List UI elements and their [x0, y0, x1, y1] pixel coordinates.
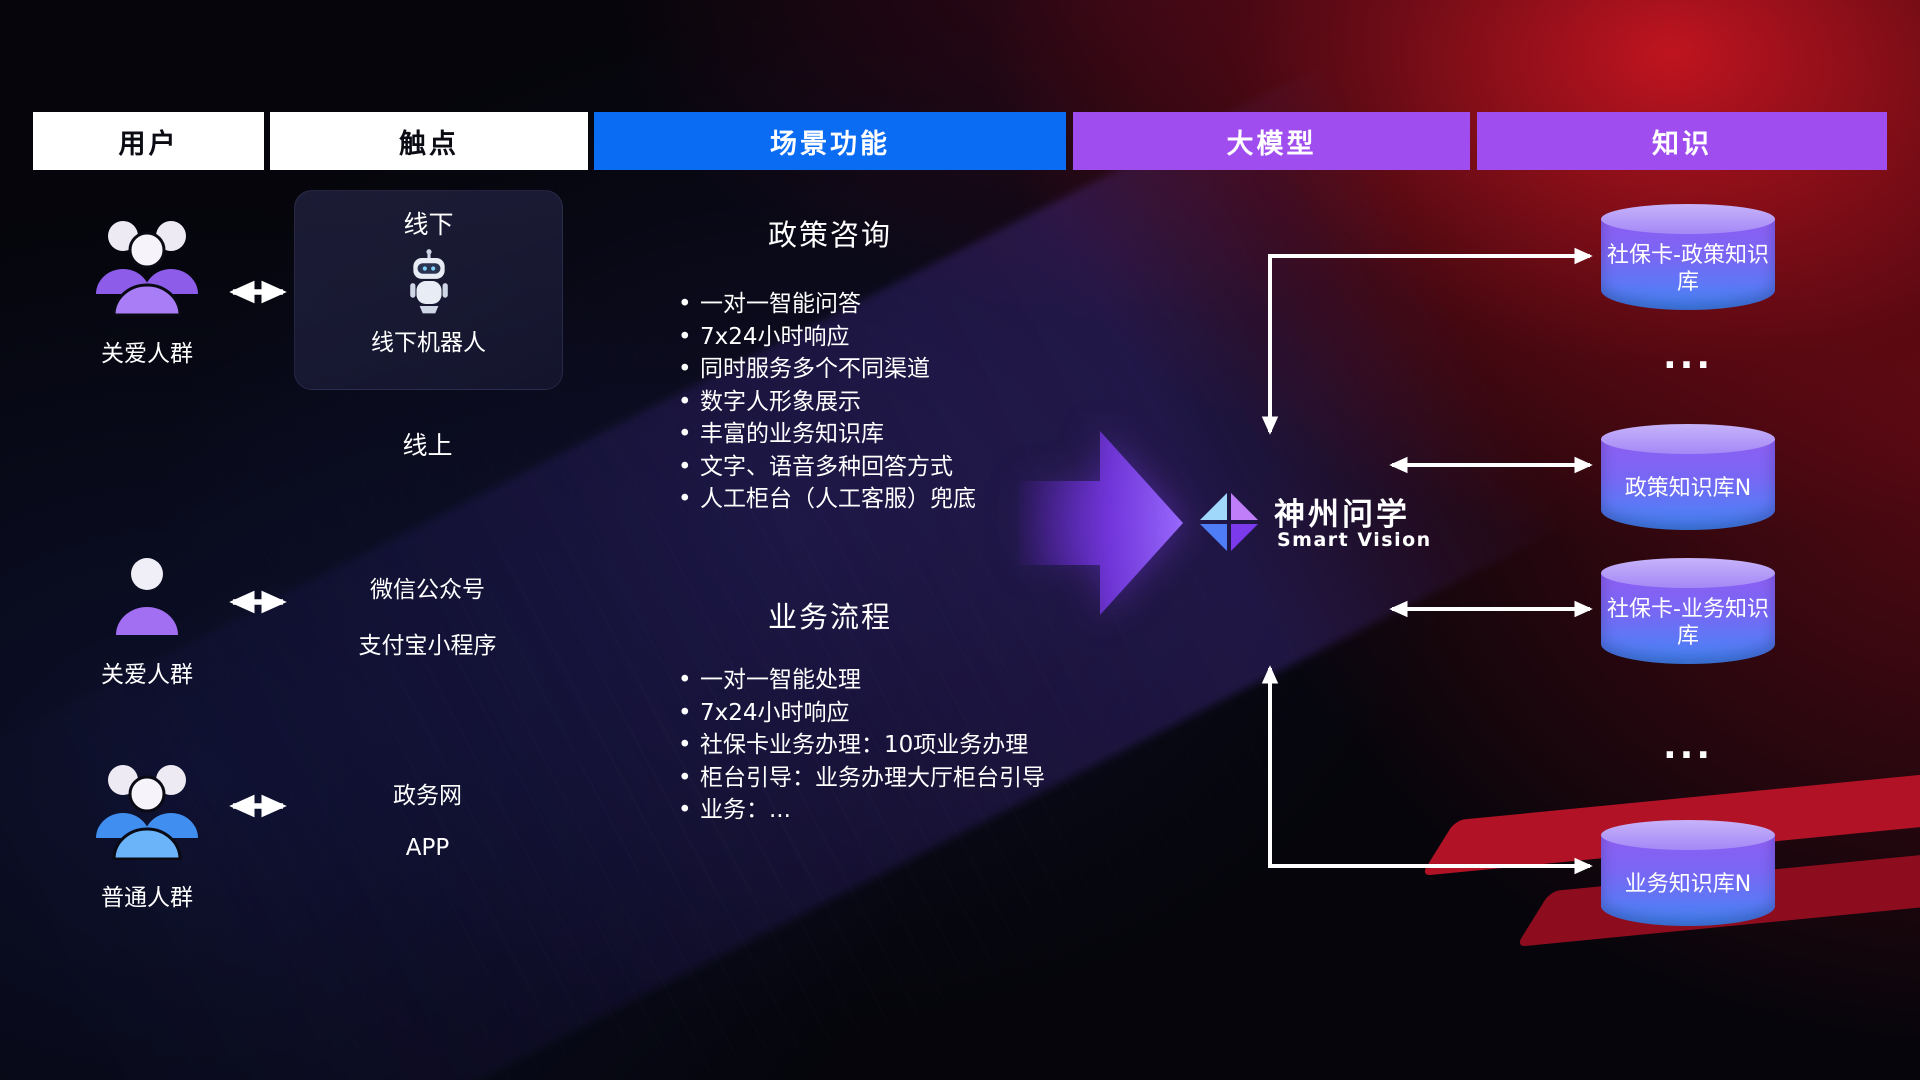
policy-consult-title: 政策咨询 [767, 218, 892, 252]
offline-title: 线下 [403, 210, 454, 239]
database-cylinder-top [1601, 424, 1775, 454]
ellipsis-more-dbs: ... [1662, 336, 1714, 377]
user-group-label: 关爱人群 [101, 341, 193, 367]
db-label: 社保卡-政策知识库 [1607, 242, 1769, 296]
db-label: 业务知识库N [1624, 872, 1752, 898]
database-cylinder-icon [1601, 573, 1775, 664]
offline-touchpoint-panel: 线下 线下机器人 [294, 190, 563, 390]
online-title: 线上 [402, 431, 453, 460]
header-touchpoints: 触点 [270, 112, 588, 170]
policy-item: 7x24小时响应 [676, 321, 1106, 354]
online-channel-govweb: 政务网 [393, 783, 462, 809]
policy-item: 丰富的业务知识库 [676, 418, 1106, 451]
business-item: 一对一智能处理 [676, 664, 1106, 697]
business-item: 柜台引导：业务办理大厅柜台引导 [676, 762, 1106, 795]
db-business-social-card: 社保卡-业务知识库 [1601, 558, 1775, 664]
db-policy-n: 政策知识库N [1601, 424, 1775, 530]
policy-feature-list: 一对一智能问答 7x24小时响应 同时服务多个不同渠道 数字人形象展示 丰富的业… [676, 288, 1106, 516]
database-cylinder-icon [1601, 835, 1775, 926]
smart-vision-logo-icon [1200, 493, 1258, 551]
offline-robot-label: 线下机器人 [371, 330, 486, 356]
online-channel-app: APP [405, 835, 450, 861]
database-cylinder-top [1601, 558, 1775, 588]
person-icon [116, 558, 178, 635]
user-group-care-1: 关爱人群 [67, 212, 227, 368]
header-scenario: 场景功能 [594, 112, 1066, 170]
model-subtitle: Smart Vision [1277, 529, 1432, 551]
ellipsis-more-dbs: ... [1662, 726, 1714, 767]
user-group-label: 普通人群 [101, 885, 193, 911]
db-label: 政策知识库N [1624, 476, 1752, 502]
flow-arrow [1018, 431, 1183, 615]
user-group-care-2: 关爱人群 [67, 551, 227, 689]
user-group-general: 普通人群 [67, 756, 227, 912]
header-model: 大模型 [1073, 112, 1470, 170]
db-label: 社保卡-业务知识库 [1607, 596, 1769, 650]
database-cylinder-icon [1601, 439, 1775, 530]
online-channel-alipay: 支付宝小程序 [358, 633, 497, 659]
database-cylinder-top [1601, 820, 1775, 850]
people-group-icon [96, 221, 198, 317]
online-channel-wechat: 微信公众号 [370, 577, 485, 603]
robot-icon [295, 247, 562, 319]
people-group-icon [96, 765, 198, 861]
business-process-title: 业务流程 [767, 600, 892, 634]
policy-item: 一对一智能问答 [676, 288, 1106, 321]
business-item: 社保卡业务办理：10项业务办理 [676, 729, 1106, 762]
db-policy-social-card: 社保卡-政策知识库 [1601, 204, 1775, 310]
header-knowledge: 知识 [1477, 112, 1887, 170]
database-cylinder-top [1601, 204, 1775, 234]
policy-item: 数字人形象展示 [676, 386, 1106, 419]
model-name: 神州问学 [1274, 497, 1410, 533]
policy-item: 人工柜台（人工客服）兜底 [676, 483, 1106, 516]
header-users: 用户 [33, 112, 264, 170]
business-item: 业务：... [676, 794, 1106, 827]
business-feature-list: 一对一智能处理 7x24小时响应 社保卡业务办理：10项业务办理 柜台引导：业务… [676, 664, 1106, 827]
db-business-n: 业务知识库N [1601, 820, 1775, 926]
policy-item: 文字、语音多种回答方式 [676, 451, 1106, 484]
user-group-label: 关爱人群 [101, 662, 193, 688]
policy-item: 同时服务多个不同渠道 [676, 353, 1106, 386]
database-cylinder-icon [1601, 219, 1775, 310]
business-item: 7x24小时响应 [676, 697, 1106, 730]
